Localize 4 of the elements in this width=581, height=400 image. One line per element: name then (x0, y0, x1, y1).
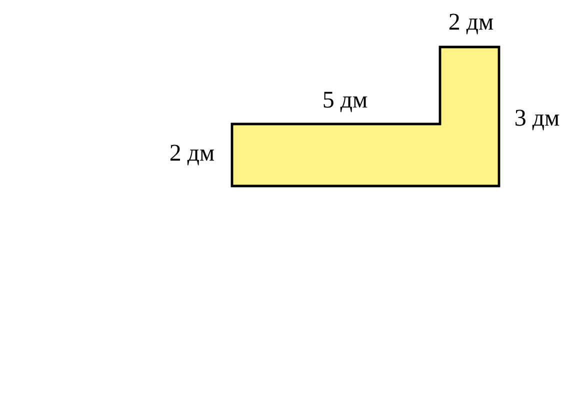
dimension-label: 2 дм (449, 14, 494, 34)
dimension-label: 5 дм (324, 92, 368, 112)
dimension-label: 3 дм (516, 110, 560, 130)
dimension-label: 2 дм (170, 144, 214, 166)
